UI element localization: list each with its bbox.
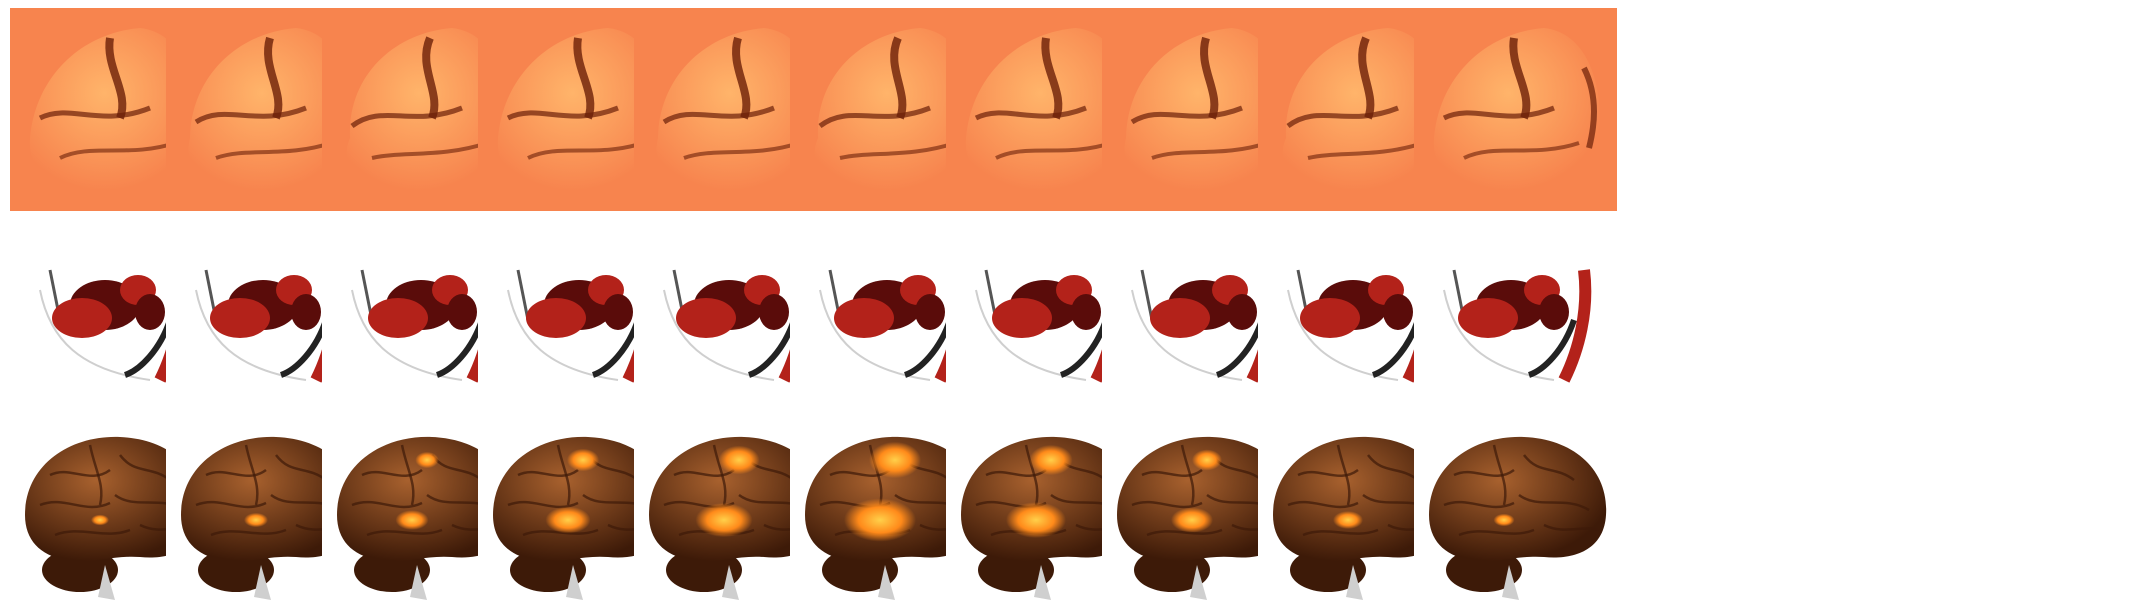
volume-render-red-frame-10	[1414, 230, 1617, 410]
volume-render-orange-frame-10	[1414, 8, 1617, 211]
row-orange-volume-renders	[0, 8, 2135, 211]
row-red-volume-renders	[0, 230, 2135, 410]
row-brain-renders	[0, 425, 2135, 610]
brain-render-with-activation-frame-10	[1414, 425, 1617, 610]
